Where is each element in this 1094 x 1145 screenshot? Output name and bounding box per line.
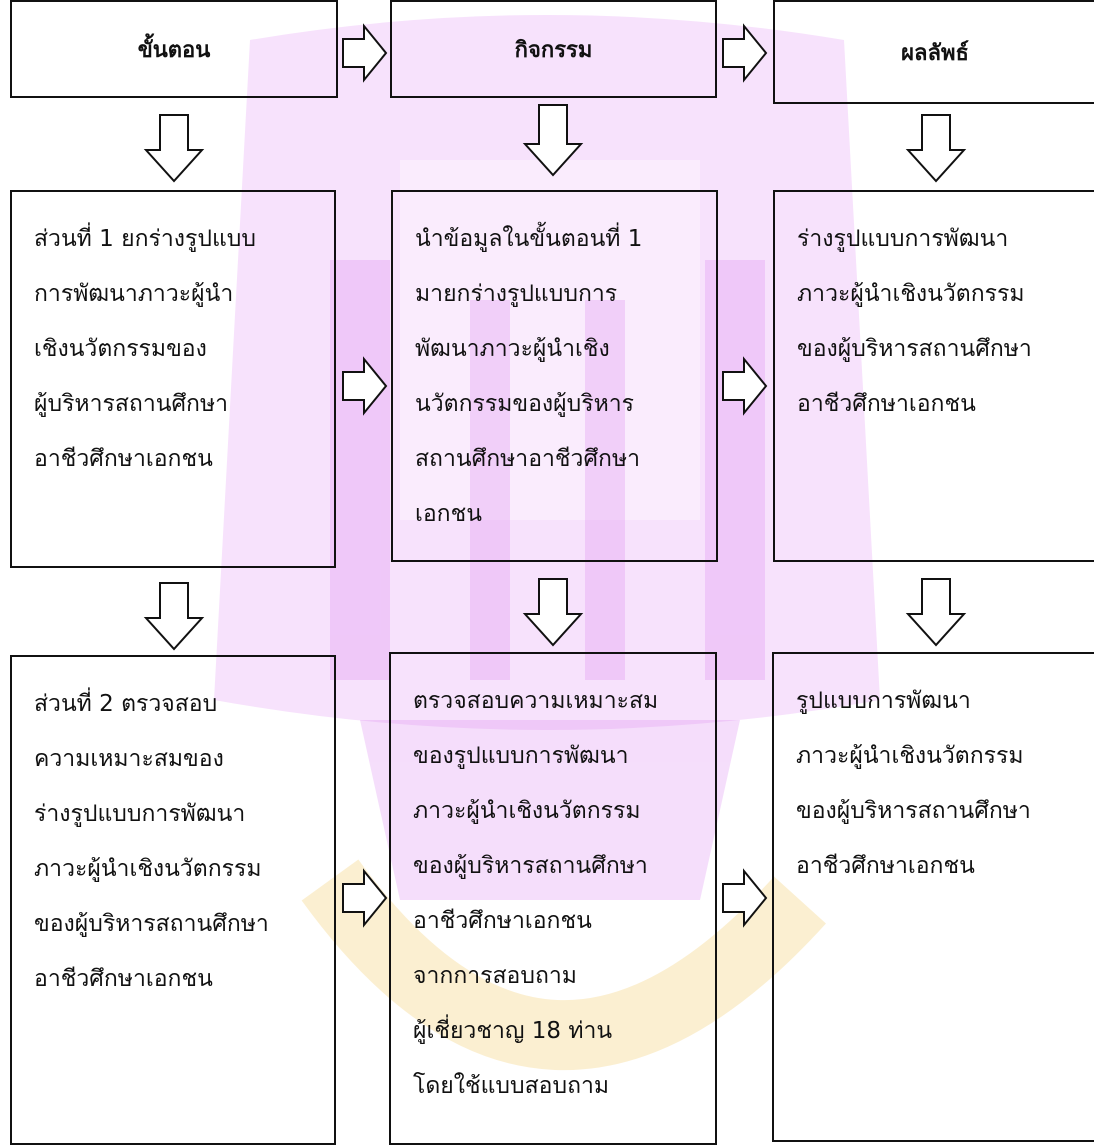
step-1-box: ส่วนที่ 1 ยกร่างรูปแบบ การพัฒนาภาวะผู้นำ… [10,190,336,568]
arrow-down-icon [522,578,584,647]
header-result: ผลลัพธ์ [773,0,1094,104]
arrow-down-icon [143,582,205,651]
arrow-down-icon [905,578,967,647]
arrow-down-icon [522,104,584,177]
arrow-down-icon [905,114,967,183]
arrow-down-icon [143,114,205,183]
step-2-box: ส่วนที่ 2 ตรวจสอบ ความเหมาะสมของ ร่างรูป… [10,655,336,1145]
arrow-right-icon [342,23,388,83]
header-step: ขั้นตอน [10,0,338,98]
arrow-right-icon [342,356,388,416]
arrow-right-icon [722,356,768,416]
result-1-box: ร่างรูปแบบการพัฒนา ภาวะผู้นำเชิงนวัตกรรม… [773,190,1094,562]
header-activity: กิจกรรม [390,0,717,98]
arrow-right-icon [722,868,768,928]
activity-2-box: ตรวจสอบความเหมาะสม ของรูปแบบการพัฒนา ภาว… [389,652,717,1145]
arrow-right-icon [722,23,768,83]
activity-1-box: นำข้อมูลในขั้นตอนที่ 1 มายกร่างรูปแบบการ… [391,190,718,562]
result-2-box: รูปแบบการพัฒนา ภาวะผู้นำเชิงนวัตกรรม ของ… [772,652,1094,1142]
arrow-right-icon [342,868,388,928]
